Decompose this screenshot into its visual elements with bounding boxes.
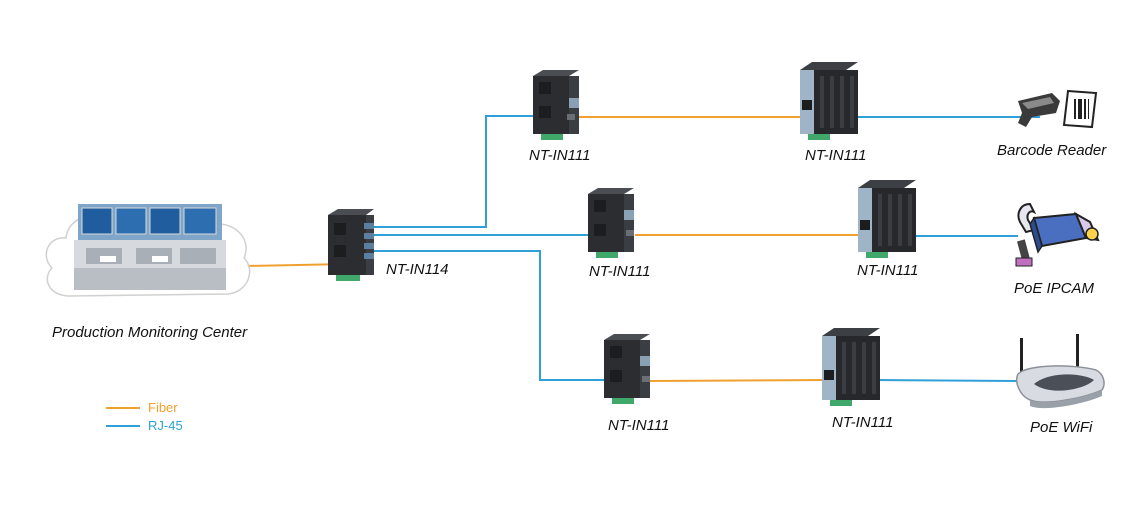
link-row3b-wifi bbox=[877, 379, 1021, 382]
barcode-reader-label: Barcode Reader bbox=[997, 142, 1107, 159]
hub-label: NT-IN114 bbox=[386, 261, 449, 278]
wifi-label: PoE WiFi bbox=[1030, 419, 1093, 436]
media-converter-icon bbox=[533, 70, 579, 140]
media-converter-icon bbox=[858, 180, 916, 258]
legend-rj45-label: RJ-45 bbox=[148, 418, 183, 433]
row1-converter-b-label: NT-IN111 bbox=[805, 147, 867, 164]
control-room-icon bbox=[45, 204, 251, 297]
center-label: Production Monitoring Center bbox=[52, 324, 248, 341]
row2-converter-b-label: NT-IN111 bbox=[857, 262, 919, 279]
media-converter-icon bbox=[604, 334, 650, 404]
row1-converter-a-label: NT-IN111 bbox=[529, 147, 591, 164]
ip-camera-label: PoE IPCAM bbox=[1014, 280, 1095, 297]
media-converter-icon bbox=[822, 328, 880, 406]
link-row3a-row3b bbox=[647, 379, 829, 382]
barcode-scanner-icon bbox=[1018, 89, 1098, 129]
link-hub-row3a bbox=[372, 250, 612, 381]
legend-fiber-label: Fiber bbox=[148, 400, 178, 415]
row3-converter-b-label: NT-IN111 bbox=[832, 414, 894, 431]
row2-converter-a-label: NT-IN111 bbox=[589, 263, 651, 280]
wifi-router-icon bbox=[1016, 334, 1105, 409]
media-converter-icon bbox=[800, 62, 858, 140]
ip-camera-icon bbox=[1015, 202, 1100, 267]
link-hub-row1a bbox=[372, 115, 544, 228]
media-converter-icon bbox=[588, 188, 634, 258]
row3-converter-a-label: NT-IN111 bbox=[608, 417, 670, 434]
switch-4-port-icon bbox=[328, 209, 374, 281]
